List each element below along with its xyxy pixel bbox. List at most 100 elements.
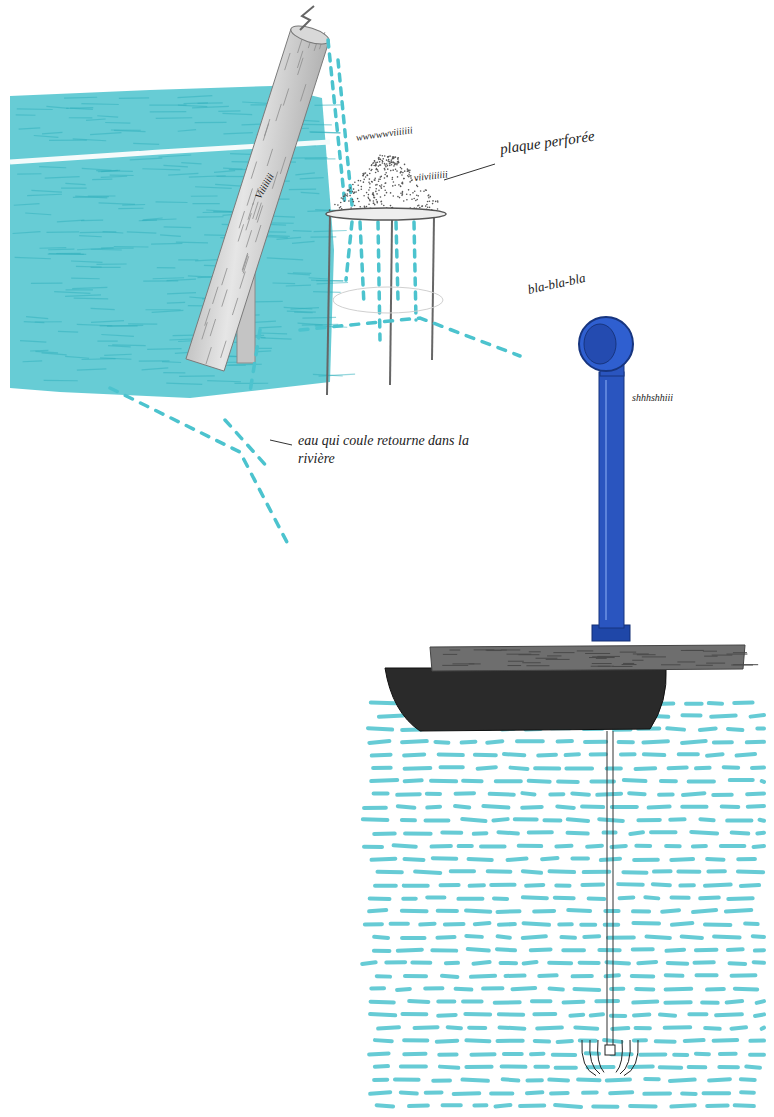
pencil-stroke bbox=[64, 97, 97, 99]
plank-grain bbox=[469, 663, 481, 664]
dot bbox=[381, 200, 383, 202]
water-dash bbox=[374, 949, 390, 953]
pencil-stroke bbox=[273, 282, 296, 284]
water-dash bbox=[465, 1012, 490, 1016]
water-dash bbox=[433, 1078, 450, 1082]
dot bbox=[427, 206, 429, 208]
dot bbox=[369, 200, 371, 202]
water-dash bbox=[446, 961, 458, 965]
pencil-stroke bbox=[91, 308, 115, 309]
pencil-stroke bbox=[287, 311, 316, 312]
dot bbox=[341, 197, 343, 199]
water-dash bbox=[654, 869, 671, 873]
water-dash bbox=[487, 741, 502, 743]
plank-grain bbox=[596, 658, 607, 659]
water-dash bbox=[558, 1039, 572, 1044]
pencil-stroke bbox=[15, 257, 51, 258]
pencil-stroke bbox=[103, 232, 124, 233]
water-dash bbox=[726, 910, 751, 911]
water-dash bbox=[730, 778, 753, 782]
dot bbox=[384, 163, 386, 165]
plank-grain bbox=[553, 652, 574, 653]
dot bbox=[417, 195, 419, 197]
tube-highlight bbox=[605, 380, 607, 620]
leader-line bbox=[444, 164, 495, 180]
pencil-stroke bbox=[42, 132, 62, 134]
dot bbox=[421, 206, 423, 208]
water-dash bbox=[490, 792, 514, 797]
sound-arc bbox=[590, 1040, 600, 1074]
dot bbox=[384, 164, 386, 166]
dot bbox=[417, 205, 419, 207]
water-dash bbox=[475, 923, 490, 924]
speech-word: bla-bla-bla bbox=[526, 270, 587, 298]
pencil-stroke bbox=[317, 282, 348, 283]
dot bbox=[427, 195, 429, 197]
water-dash bbox=[362, 962, 375, 964]
pencil-stroke bbox=[130, 158, 162, 160]
water-dash bbox=[481, 844, 505, 848]
pencil-stroke bbox=[45, 177, 80, 179]
water-dash bbox=[524, 923, 550, 925]
horn-inner bbox=[584, 324, 616, 364]
water-dash bbox=[455, 806, 469, 807]
pencil-stroke bbox=[166, 383, 202, 384]
plank-grain bbox=[518, 654, 539, 655]
horn-head bbox=[579, 317, 633, 371]
dot bbox=[390, 192, 392, 194]
water-dash bbox=[462, 819, 485, 821]
dot bbox=[358, 201, 360, 203]
water-dash bbox=[475, 753, 496, 757]
dot bbox=[343, 196, 345, 198]
dot bbox=[376, 184, 378, 186]
water-dash bbox=[409, 999, 428, 1004]
probe-wire bbox=[607, 731, 608, 1046]
water-dash bbox=[591, 779, 614, 783]
pencil-stroke bbox=[176, 241, 208, 243]
water-dash bbox=[624, 778, 646, 783]
water-dash bbox=[666, 950, 684, 951]
plank-grain bbox=[508, 665, 522, 666]
pencil-stroke bbox=[147, 348, 181, 350]
pipe bbox=[186, 29, 329, 371]
plank-grain bbox=[536, 658, 558, 659]
river-water bbox=[10, 86, 355, 398]
water-dash bbox=[463, 779, 481, 783]
pencil-stroke bbox=[76, 266, 102, 268]
water-dash bbox=[672, 896, 689, 900]
shade-stroke bbox=[213, 287, 218, 304]
water-dash bbox=[522, 793, 534, 794]
pencil-stroke bbox=[39, 247, 66, 249]
water-dash bbox=[508, 859, 527, 860]
water-dash bbox=[607, 766, 621, 770]
water-dash bbox=[570, 1015, 583, 1016]
dot bbox=[347, 190, 349, 192]
dot bbox=[400, 167, 402, 169]
water-dash bbox=[696, 948, 717, 952]
dot bbox=[374, 160, 376, 162]
water-dash bbox=[653, 884, 670, 885]
water-dash bbox=[674, 1053, 687, 1057]
dot bbox=[354, 181, 356, 183]
dot bbox=[368, 189, 370, 191]
water-dash bbox=[391, 922, 408, 926]
water-dash bbox=[500, 1027, 525, 1028]
dot bbox=[384, 182, 386, 184]
dot bbox=[375, 188, 377, 190]
water-dash bbox=[670, 817, 684, 821]
water-dash bbox=[619, 740, 633, 744]
pencil-stroke bbox=[157, 267, 176, 269]
sound-word: wwwwwviiiiiii bbox=[355, 124, 413, 144]
water-dash bbox=[372, 859, 396, 860]
dot bbox=[416, 199, 418, 201]
dot bbox=[368, 182, 370, 184]
plank-grain bbox=[642, 656, 666, 657]
dot bbox=[388, 159, 390, 161]
water-dash bbox=[404, 752, 424, 757]
water-dash bbox=[402, 1012, 426, 1016]
dot bbox=[386, 176, 388, 178]
dot bbox=[390, 205, 392, 207]
dot bbox=[375, 191, 377, 193]
dot bbox=[371, 181, 373, 183]
